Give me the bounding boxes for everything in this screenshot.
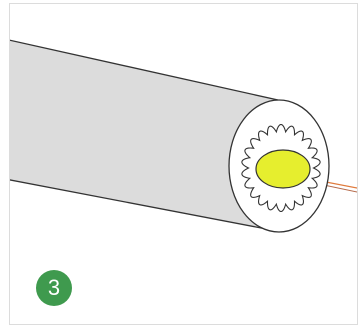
cable-bottom-edge xyxy=(10,179,283,233)
cable-top-edge xyxy=(10,39,279,101)
diagram-border xyxy=(9,3,358,325)
cable-body xyxy=(10,40,282,232)
fiber-core xyxy=(255,149,311,189)
step-number-badge: 3 xyxy=(36,270,72,306)
